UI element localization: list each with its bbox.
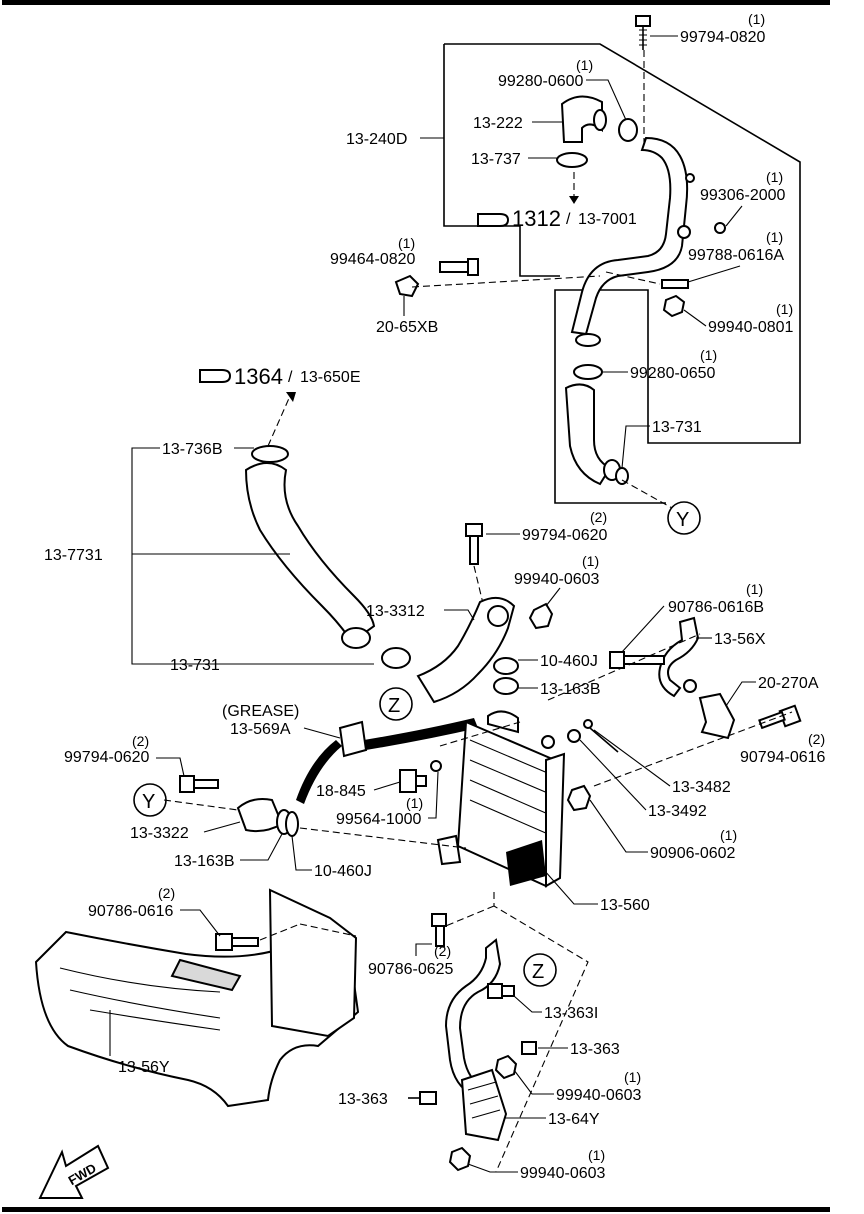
label-13-3322: 13-3322 bbox=[130, 825, 189, 842]
bottom-border bbox=[2, 1207, 830, 1212]
label-99940-0801: 99940-0801 bbox=[708, 319, 794, 336]
label-90906-0602: 90906-0602 bbox=[650, 845, 736, 862]
marker-y-left: Y bbox=[142, 791, 155, 813]
ref-1364-code: 13-650E bbox=[300, 369, 361, 386]
ref-1364-sep: / bbox=[288, 369, 293, 386]
marker-y-circle-left bbox=[133, 783, 167, 817]
qty-90786-0625: (2) bbox=[434, 943, 451, 959]
ref-1312-number: 1312 bbox=[512, 206, 561, 231]
label-99464-0820: 99464-0820 bbox=[330, 251, 416, 268]
marker-z-mid: Z bbox=[388, 695, 400, 717]
label-13-3492: 13-3492 bbox=[648, 803, 707, 820]
ref-1364-number: 1364 bbox=[234, 364, 283, 389]
label-13-363-a: 13-363 bbox=[570, 1041, 620, 1058]
label-13-731-mid: 13-731 bbox=[170, 657, 220, 674]
label-99280-0600: 99280-0600 bbox=[498, 73, 584, 90]
label-10-460j-a: 10-460J bbox=[540, 653, 598, 670]
label-13-56y: 13-56Y bbox=[118, 1059, 170, 1076]
label-13-560: 13-560 bbox=[600, 897, 650, 914]
label-13-731-top: 13-731 bbox=[652, 419, 702, 436]
marker-y-circle bbox=[667, 501, 701, 535]
pipe-13-3322 bbox=[236, 798, 299, 837]
top-border bbox=[2, 0, 830, 5]
ref-1312-sep: / bbox=[566, 211, 571, 228]
label-99306-2000: 99306-2000 bbox=[700, 187, 786, 204]
forward-direction-arrow-icon: FWD bbox=[38, 1144, 110, 1199]
label-13-222: 13-222 bbox=[473, 115, 523, 132]
qty-99940-0801: (1) bbox=[776, 301, 793, 317]
qty-99940-0603-c: (1) bbox=[588, 1147, 605, 1163]
qty-99464-0820: (1) bbox=[398, 235, 415, 251]
qty-90794-0616: (2) bbox=[808, 731, 825, 747]
label-18-845: 18-845 bbox=[316, 783, 366, 800]
label-13-363i: 13-363I bbox=[544, 1005, 598, 1022]
label-90786-0625: 90786-0625 bbox=[368, 961, 454, 978]
qty-99280-0650: (1) bbox=[700, 347, 717, 363]
qty-90906-0602: (1) bbox=[720, 827, 737, 843]
label-99788-0616a: 99788-0616A bbox=[688, 247, 784, 264]
qty-99280-0600: (1) bbox=[576, 57, 593, 73]
intercooler-assembly bbox=[163, 523, 802, 888]
label-13-240d: 13-240D bbox=[346, 131, 407, 148]
marker-y-top: Y bbox=[676, 509, 689, 531]
pipe-assembly-13-240d bbox=[394, 15, 801, 504]
label-13-64y: 13-64Y bbox=[548, 1111, 600, 1128]
label-90786-0616: 90786-0616 bbox=[88, 903, 174, 920]
label-10-460j-b: 10-460J bbox=[314, 863, 372, 880]
label-20-270a: 20-270A bbox=[758, 675, 819, 692]
label-90786-0616b: 90786-0616B bbox=[668, 599, 764, 616]
pointing-hand-icon bbox=[199, 369, 232, 383]
qty-99794-0620-b: (2) bbox=[132, 733, 149, 749]
label-13-3312: 13-3312 bbox=[366, 603, 425, 620]
label-13-163b-b: 13-163B bbox=[174, 853, 235, 870]
intercooler-hose-13-7731 bbox=[244, 445, 411, 669]
label-13-56x: 13-56X bbox=[714, 631, 766, 648]
qty-90786-0616b: (1) bbox=[746, 581, 763, 597]
label-99794-0620-b: 99794-0620 bbox=[64, 749, 150, 766]
label-99280-0650: 99280-0650 bbox=[630, 365, 716, 382]
label-20-65xb: 20-65XB bbox=[376, 319, 438, 336]
marker-z-circle-lower bbox=[523, 953, 557, 987]
label-13-3482: 13-3482 bbox=[672, 779, 731, 796]
label-99564-1000: 99564-1000 bbox=[336, 811, 422, 828]
label-13-163b-a: 13-163B bbox=[540, 681, 601, 698]
ref-section-1364: 1364 / 13-650E bbox=[199, 364, 361, 389]
label-99940-0603-b: 99940-0603 bbox=[556, 1087, 642, 1104]
qty-99788-0616a: (1) bbox=[766, 229, 783, 245]
qty-99940-0603-b: (1) bbox=[624, 1069, 641, 1085]
qty-90786-0616: (2) bbox=[158, 885, 175, 901]
label-99794-0820: 99794-0820 bbox=[680, 29, 766, 46]
ref-1312-code: 13-7001 bbox=[578, 211, 637, 228]
qty-99306-2000: (1) bbox=[766, 169, 783, 185]
label-13-363-b: 13-363 bbox=[338, 1091, 388, 1108]
qty-99794-0820: (1) bbox=[748, 11, 765, 27]
marker-z-lower: Z bbox=[532, 961, 544, 983]
qty-99564-1000: (1) bbox=[406, 795, 423, 811]
label-13-569a: 13-569A bbox=[230, 721, 291, 738]
label-grease: (GREASE) bbox=[222, 703, 299, 720]
label-99940-0603-a: 99940-0603 bbox=[514, 571, 600, 588]
label-99794-0620-top: 99794-0620 bbox=[522, 527, 608, 544]
ref-section-1312: 1312 / 13-7001 bbox=[477, 206, 637, 231]
qty-99940-0603-a: (1) bbox=[582, 553, 599, 569]
qty-99794-0620-top: (2) bbox=[590, 509, 607, 525]
bracket-assembly-13-64y bbox=[408, 892, 589, 1173]
label-90794-0616: 90794-0616 bbox=[740, 749, 826, 766]
label-13-736b: 13-736B bbox=[162, 441, 223, 458]
pointing-hand-icon bbox=[477, 213, 510, 227]
label-13-737: 13-737 bbox=[471, 151, 521, 168]
label-13-7731: 13-7731 bbox=[44, 547, 103, 564]
air-duct-13-56y bbox=[34, 888, 360, 1108]
label-99940-0603-c: 99940-0603 bbox=[520, 1165, 606, 1182]
marker-z-circle bbox=[379, 687, 413, 721]
